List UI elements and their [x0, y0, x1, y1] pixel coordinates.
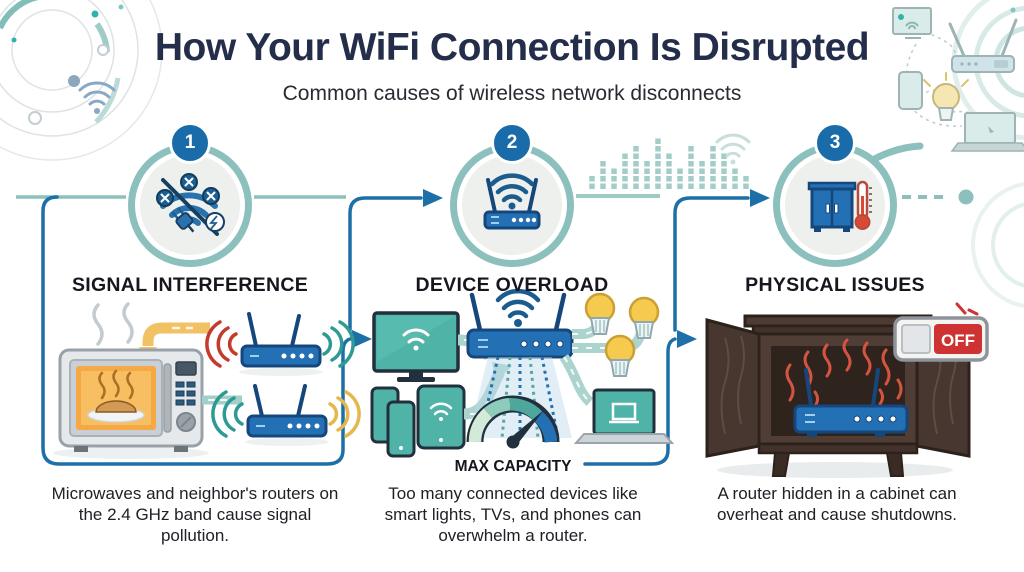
- overloaded-router-icon: [466, 288, 574, 359]
- microwave-icon: [58, 348, 204, 452]
- circuit-arcs-decoration: [0, 0, 163, 161]
- arrow-to-illustration-3: [677, 330, 697, 348]
- red-wifi-waves: [205, 320, 238, 368]
- wifi-faint-icon: [715, 133, 751, 165]
- step-number-1: 1: [169, 122, 211, 164]
- decor-laptop-icon: [950, 112, 1024, 152]
- teal-wifi-waves: [322, 320, 355, 368]
- spark-icon: [205, 212, 225, 232]
- section-caption-2: Too many connected devices like smart li…: [384, 484, 642, 545]
- off-switch-label: OFF: [941, 331, 975, 350]
- arrow-to-illustration-2: [352, 330, 372, 348]
- signal-interference-icon: [156, 173, 225, 236]
- step-number-2: 2: [491, 122, 533, 164]
- plug-icon: [172, 207, 195, 233]
- arrow-to-circle-3: [750, 189, 770, 207]
- yellow-wifi-waves: [328, 390, 361, 438]
- signal-interference-illustration: [53, 302, 361, 459]
- x-badges: [156, 173, 220, 207]
- cabinet-thermometer-icon: [807, 180, 872, 232]
- step-circle-1: [128, 143, 252, 267]
- hidden-router-icon: [793, 368, 909, 437]
- alert-marks-icon: [955, 302, 979, 316]
- decor-phone-icon: [898, 71, 923, 110]
- section-label-1: SIGNAL INTERFERENCE: [71, 274, 309, 296]
- heat-waves-icon: [785, 338, 903, 408]
- gauge-label: MAX CAPACITY: [455, 458, 572, 475]
- router-wifi-icon: [483, 173, 541, 230]
- page-subtitle: Common causes of wireless network discon…: [282, 82, 742, 105]
- tablet-icon: [416, 384, 466, 450]
- flow-end-dot: [958, 189, 974, 205]
- smart-bulbs-icon: [584, 292, 660, 377]
- section-label-3: PHYSICAL ISSUES: [745, 274, 925, 296]
- equalizer-dots-decoration: [589, 138, 749, 189]
- decor-router-icon: [948, 18, 1018, 73]
- step-number-3: 3: [814, 122, 856, 164]
- section-caption-3: A router hidden in a cabinet can overhea…: [716, 484, 958, 524]
- flow-lines: [16, 189, 974, 466]
- network-decoration: [844, 0, 1024, 309]
- gauge-needle: [509, 410, 544, 446]
- decor-bulb-icon: [923, 72, 969, 121]
- section-caption-1: Microwaves and neighbor's routers on the…: [51, 484, 339, 545]
- device-overload-illustration: MAX CAPACITY: [370, 288, 675, 475]
- tv-icon: [372, 311, 460, 382]
- laptop-icon: [573, 388, 675, 444]
- arrow-to-circle-2: [423, 189, 443, 207]
- page-title: How Your WiFi Connection Is Disrupted: [154, 26, 870, 69]
- step-circle-3: [773, 143, 897, 267]
- off-switch-icon: OFF: [893, 302, 989, 362]
- steam-icon: [92, 302, 134, 346]
- neighbor-router-1: [205, 312, 355, 376]
- capacity-gauge-icon: [466, 395, 560, 449]
- teal-wifi-waves: [211, 390, 244, 438]
- pie-icon: [95, 400, 137, 413]
- neighbor-router-2: [211, 384, 361, 446]
- physical-issues-illustration: OFF: [705, 302, 989, 478]
- phones-icon: [370, 386, 416, 458]
- section-label-2: DEVICE OVERLOAD: [415, 274, 609, 296]
- wifi-decor-icon: [78, 81, 116, 114]
- thermometer-icon: [854, 180, 872, 230]
